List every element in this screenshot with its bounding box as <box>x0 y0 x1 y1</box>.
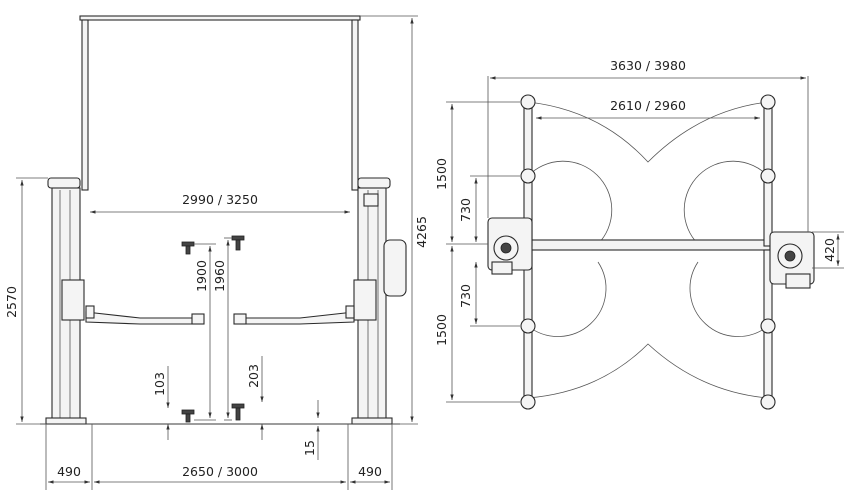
max-height-a-label: 1900 <box>194 260 209 292</box>
left-lift-arm <box>85 305 205 325</box>
dim-arm-reach: 1500 1500 <box>434 101 520 403</box>
column-height-label: 2570 <box>4 286 19 318</box>
arm-inner-upper-label: 730 <box>458 198 473 222</box>
dim-base-plate: 15 <box>302 400 320 460</box>
dim-min-height-b: 203 <box>246 356 264 440</box>
base-right-label: 490 <box>358 464 382 479</box>
arm-inner-lower-label: 730 <box>458 284 473 308</box>
right-column <box>351 177 407 425</box>
right-post <box>769 231 815 289</box>
dim-overall-height: 4265 <box>360 15 429 425</box>
dim-inner-width: 2990 / 3250 <box>90 192 350 214</box>
arm-sweep-arcs <box>527 101 769 399</box>
lifting-pad-low-right <box>231 403 245 421</box>
min-height-b-label: 203 <box>246 364 261 388</box>
top-view: 3630 / 3980 2610 / 2960 1500 1500 730 73… <box>434 58 844 410</box>
lifting-pad-high-left <box>181 241 195 255</box>
dim-column-height: 2570 <box>4 177 48 425</box>
dim-post-depth: 420 <box>812 231 844 269</box>
dim-max-height-b: 1960 <box>212 237 232 421</box>
dim-arm-inner: 730 730 <box>458 175 520 327</box>
inner-width-label: 2990 / 3250 <box>182 192 258 207</box>
top-inner-width-label: 2610 / 2960 <box>610 98 686 113</box>
overall-height-label: 4265 <box>414 216 429 248</box>
min-height-a-label: 103 <box>152 372 167 396</box>
dim-min-height-a: 103 <box>152 366 170 440</box>
top-overall-width-label: 3630 / 3980 <box>610 58 686 73</box>
dim-max-height-a: 1900 <box>194 243 216 421</box>
max-height-b-label: 1960 <box>212 260 227 292</box>
dim-top-overall-width: 3630 / 3980 <box>487 58 809 232</box>
arm-upper-label: 1500 <box>434 158 449 190</box>
lifting-pad-high-right <box>231 235 245 251</box>
base-between-label: 2650 / 3000 <box>182 464 258 479</box>
left-column <box>45 177 87 425</box>
cross-beam <box>529 239 771 251</box>
lifting-pad-low-left <box>181 409 195 423</box>
base-plate-label: 15 <box>302 440 317 456</box>
right-arms <box>760 94 776 410</box>
right-lift-arm <box>233 305 355 325</box>
overhead-frame <box>79 15 361 191</box>
dim-base-widths: 490 2650 / 3000 490 <box>45 424 393 490</box>
front-view: 4265 2570 2990 / 3250 1900 1960 <box>4 15 429 490</box>
left-post <box>487 217 533 275</box>
post-depth-label: 420 <box>822 238 837 262</box>
base-left-label: 490 <box>57 464 81 479</box>
arm-lower-label: 1500 <box>434 314 449 346</box>
dim-top-inner-width: 2610 / 2960 <box>536 98 760 120</box>
